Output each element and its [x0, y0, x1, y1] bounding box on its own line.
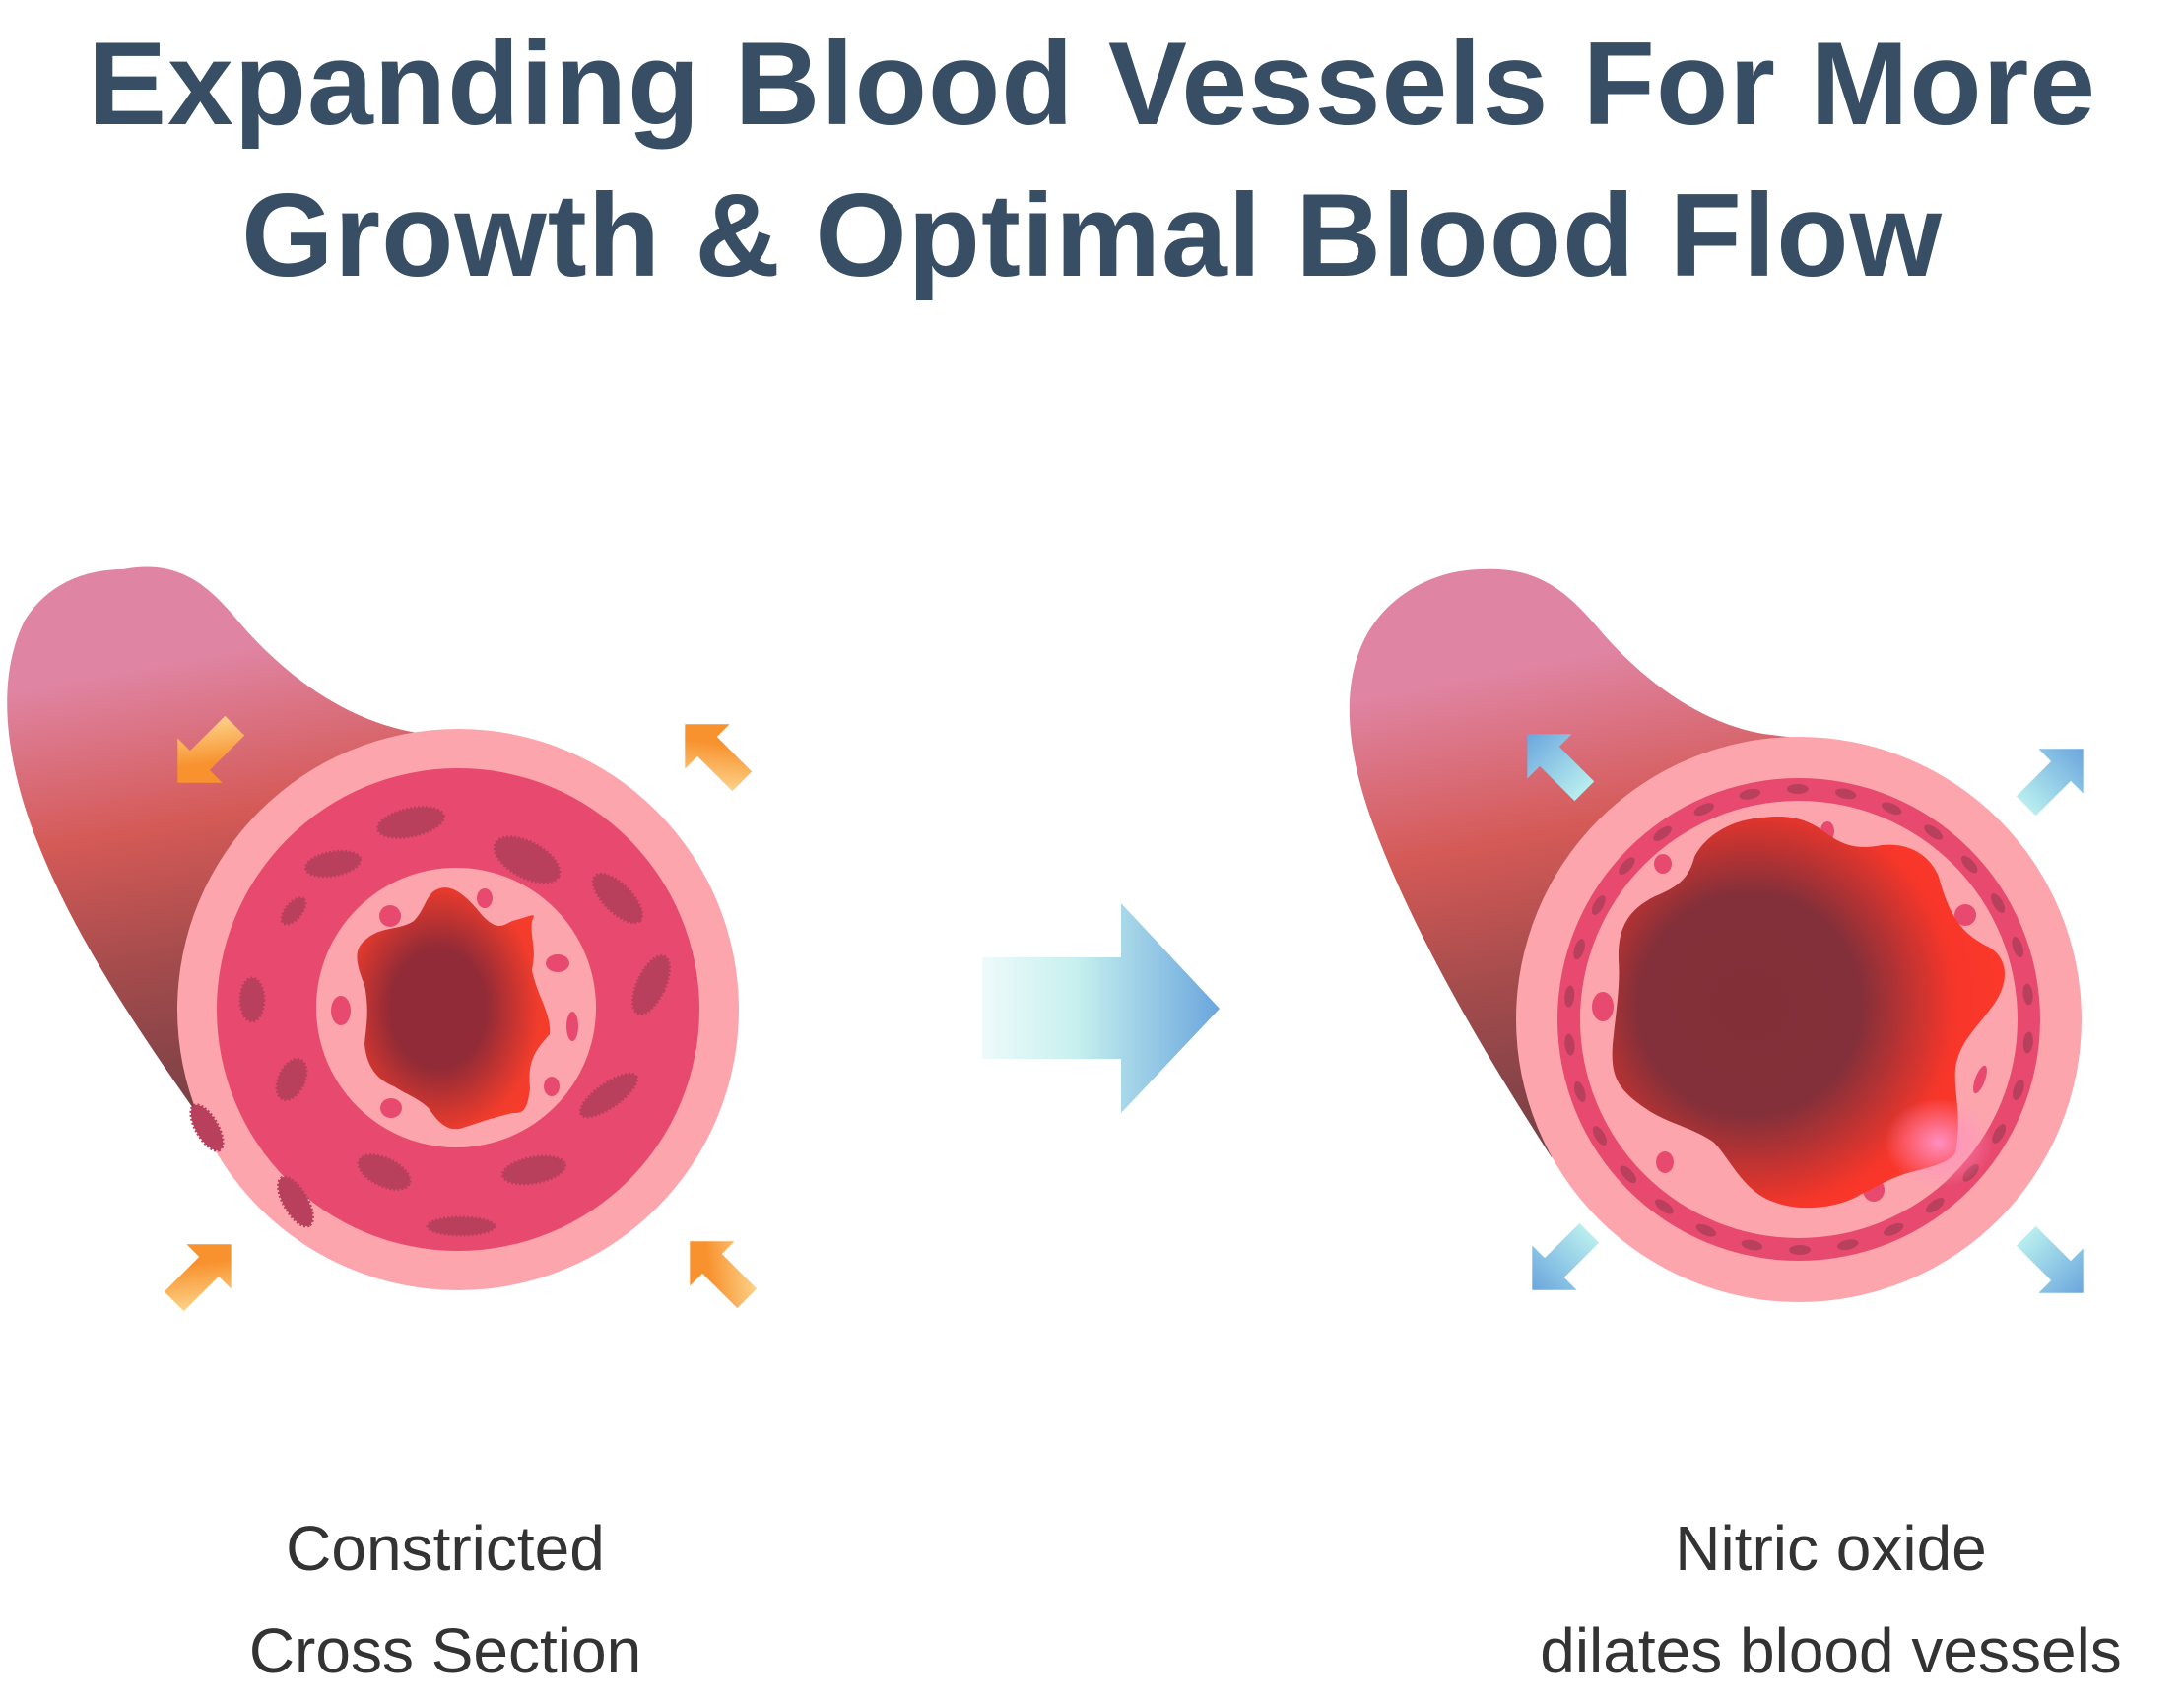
caption-line-1: Nitric oxide: [1675, 1513, 1987, 1584]
muscle-cell: [2012, 937, 2024, 958]
muscle-cell: [280, 896, 307, 926]
endothelial-cell: [1973, 1065, 1987, 1094]
muscle-cell: [1926, 1198, 1945, 1213]
page-title: Expanding Blood Vessels For More Growth …: [0, 8, 2184, 311]
arrow-icon-bottom-left: [164, 1244, 232, 1312]
constricted-vessel: [7, 566, 739, 1290]
muscle-cell: [238, 976, 266, 1023]
caption-line-2: dilates blood vessels: [1540, 1615, 2122, 1686]
muscle-cell-ring: [1564, 783, 2033, 1256]
dilated-vessel: /* placeholder removed */: [1349, 568, 2082, 1302]
muscle-cell: [275, 1057, 308, 1102]
muscle-cell: [2022, 983, 2033, 1006]
muscle-cell: [277, 1175, 314, 1228]
muscle-cell: [1564, 1033, 1575, 1056]
title-line-1: Expanding Blood Vessels For More: [87, 18, 2097, 150]
muscle-cell: [1564, 985, 1575, 1008]
endothelial-cell: [1656, 1151, 1674, 1173]
muscle-cell: [426, 1215, 496, 1237]
arrow-icon-bottom-right: [690, 1241, 758, 1309]
muscle-cell: [1741, 1239, 1763, 1251]
muscle-cell: [1591, 895, 1606, 915]
muscle-cell: [1573, 939, 1585, 960]
muscle-cell: [1881, 802, 1902, 816]
muscle-cell: [1739, 788, 1761, 800]
muscle-cell: [1991, 893, 2006, 913]
muscle-cell: [1693, 803, 1715, 817]
muscle-cell: [1992, 1124, 2007, 1144]
endothelial-cells: [331, 888, 578, 1118]
muscle-cell: [1924, 824, 1943, 840]
muscle-cell: [1573, 1080, 1586, 1102]
outward-arrows: [1527, 734, 2084, 1293]
muscle-cell: [1960, 855, 1978, 874]
endothelial-cell: [331, 996, 351, 1025]
endothelial-cell: [1954, 904, 1976, 926]
muscle-cell: [493, 835, 562, 884]
lumen-highlight: [1885, 1098, 1993, 1187]
endothelial-cell: [1654, 854, 1672, 874]
muscle-cell: [1836, 1239, 1859, 1251]
muscle-cell: [2022, 1031, 2033, 1054]
arrow-icon-up-right: [2016, 749, 2084, 817]
muscle-cell: [1655, 1199, 1674, 1214]
muscle-cell: [591, 872, 644, 925]
title-line-2: Growth & Optimal Blood Flow: [241, 169, 1943, 301]
muscle-cell: [189, 1103, 225, 1152]
muscle-cell: [1786, 783, 1809, 795]
arrow-icon-down-left: [1532, 1222, 1600, 1290]
arrow-icon-top-left: [177, 715, 245, 783]
endothelial-cell: [380, 1098, 402, 1118]
muscle-cell: [1695, 1223, 1717, 1237]
endothelial-cell: [546, 954, 569, 972]
endothelial-cell: [544, 1077, 560, 1096]
caption-constricted: Constricted Cross Section: [150, 1497, 741, 1702]
muscle-cell: [1883, 1222, 1904, 1236]
inward-arrows: [164, 715, 758, 1312]
caption-dilated: Nitric oxide dilates blood vessels: [1478, 1497, 2184, 1702]
muscle-cell: [376, 806, 445, 839]
endothelial-cell: [1592, 992, 1614, 1021]
arrow-icon-top-right: [685, 724, 753, 792]
muscle-cell: [500, 1154, 567, 1186]
arrow-icon-up-left: [1527, 734, 1595, 802]
muscle-cell: [2013, 1079, 2024, 1100]
muscle-cell: [1620, 1165, 1637, 1184]
right-arrow-icon: [982, 903, 1220, 1113]
endothelial-cell: [477, 888, 493, 908]
muscle-cell: [1619, 857, 1635, 876]
muscle-cell: [630, 953, 672, 1016]
muscle-cell: [357, 1153, 412, 1191]
lumen-constricted: [357, 887, 551, 1130]
muscle-cell: [1834, 788, 1857, 800]
caption-line-1: Constricted: [286, 1513, 605, 1584]
caption-line-2: Cross Section: [248, 1615, 642, 1686]
muscle-cell: [578, 1072, 639, 1119]
endothelial-cell: [379, 905, 401, 927]
endothelial-cell: [566, 1012, 578, 1041]
muscle-cell: [303, 849, 363, 879]
muscle-cell: [1789, 1244, 1812, 1256]
muscle-cell: [1653, 825, 1672, 841]
muscle-cell: [1592, 1126, 1607, 1146]
muscle-cells: [189, 806, 672, 1237]
arrow-icon-down-right: [2016, 1225, 2084, 1293]
